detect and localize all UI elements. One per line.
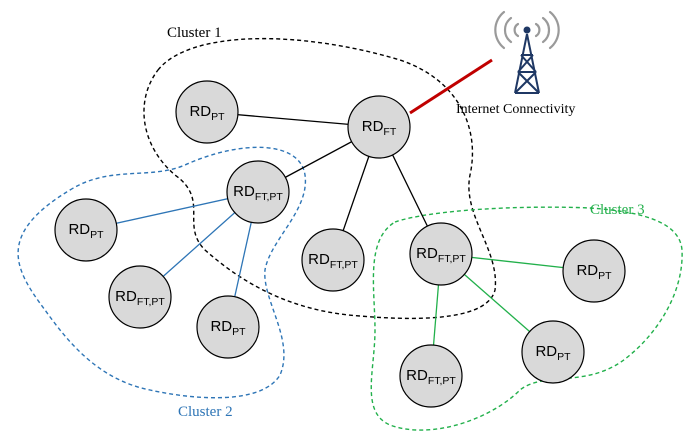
- cluster-1-label: Cluster 1: [167, 25, 222, 41]
- node-n1: RDPT: [175, 80, 239, 144]
- node-circle: [301, 228, 365, 292]
- cluster-2-label: Cluster 2: [178, 404, 233, 420]
- cluster-3-label: Cluster 3: [590, 202, 645, 218]
- node-n6: RDPT: [196, 295, 260, 359]
- node-circle: [108, 265, 172, 329]
- node-label: RDPT: [189, 103, 225, 123]
- node-label: RDPT: [576, 262, 612, 282]
- node-circle: [54, 198, 118, 262]
- nodes-layer: RDPT RDFT RDFT,PT RDPT RDFT,PT RDPT RDFT,PT RDF…: [54, 80, 626, 408]
- radio-tower-icon: [494, 10, 560, 94]
- node-circle: [196, 295, 260, 359]
- node-circle: [399, 344, 463, 408]
- node-label: RDPT: [210, 318, 246, 338]
- node-circle: [175, 80, 239, 144]
- node-circle: [226, 160, 290, 224]
- node-n3: RDFT,PT: [226, 160, 290, 224]
- internet-link-line: [409, 58, 493, 115]
- node-circle: [347, 95, 411, 159]
- node-n5: RDFT,PT: [108, 265, 172, 329]
- node-circle: [409, 222, 473, 286]
- node-circle: [562, 239, 626, 303]
- cluster-3-boundary: [370, 206, 683, 431]
- node-label: RDFT,PT: [406, 367, 456, 387]
- node-label: RDFT,PT: [233, 183, 283, 203]
- node-n4: RDPT: [54, 198, 118, 262]
- node-label: RDFT: [362, 118, 397, 138]
- node-n10: RDPT: [521, 320, 585, 384]
- cluster-2-boundary: [17, 146, 307, 399]
- node-label: RDPT: [68, 221, 104, 241]
- node-label: RDPT: [535, 343, 571, 363]
- node-n11: RDFT,PT: [399, 344, 463, 408]
- node-n2: RDFT: [347, 95, 411, 159]
- node-n7: RDFT,PT: [301, 228, 365, 292]
- node-label: RDFT,PT: [416, 245, 466, 265]
- node-circle: [521, 320, 585, 384]
- node-label: RDFT,PT: [115, 288, 165, 308]
- node-n8: RDFT,PT: [409, 222, 473, 286]
- internet-connectivity-label: Internet Connectivity: [456, 102, 575, 117]
- node-label: RDFT,PT: [308, 251, 358, 271]
- node-n9: RDPT: [562, 239, 626, 303]
- cluster-1-boundary: [143, 37, 497, 320]
